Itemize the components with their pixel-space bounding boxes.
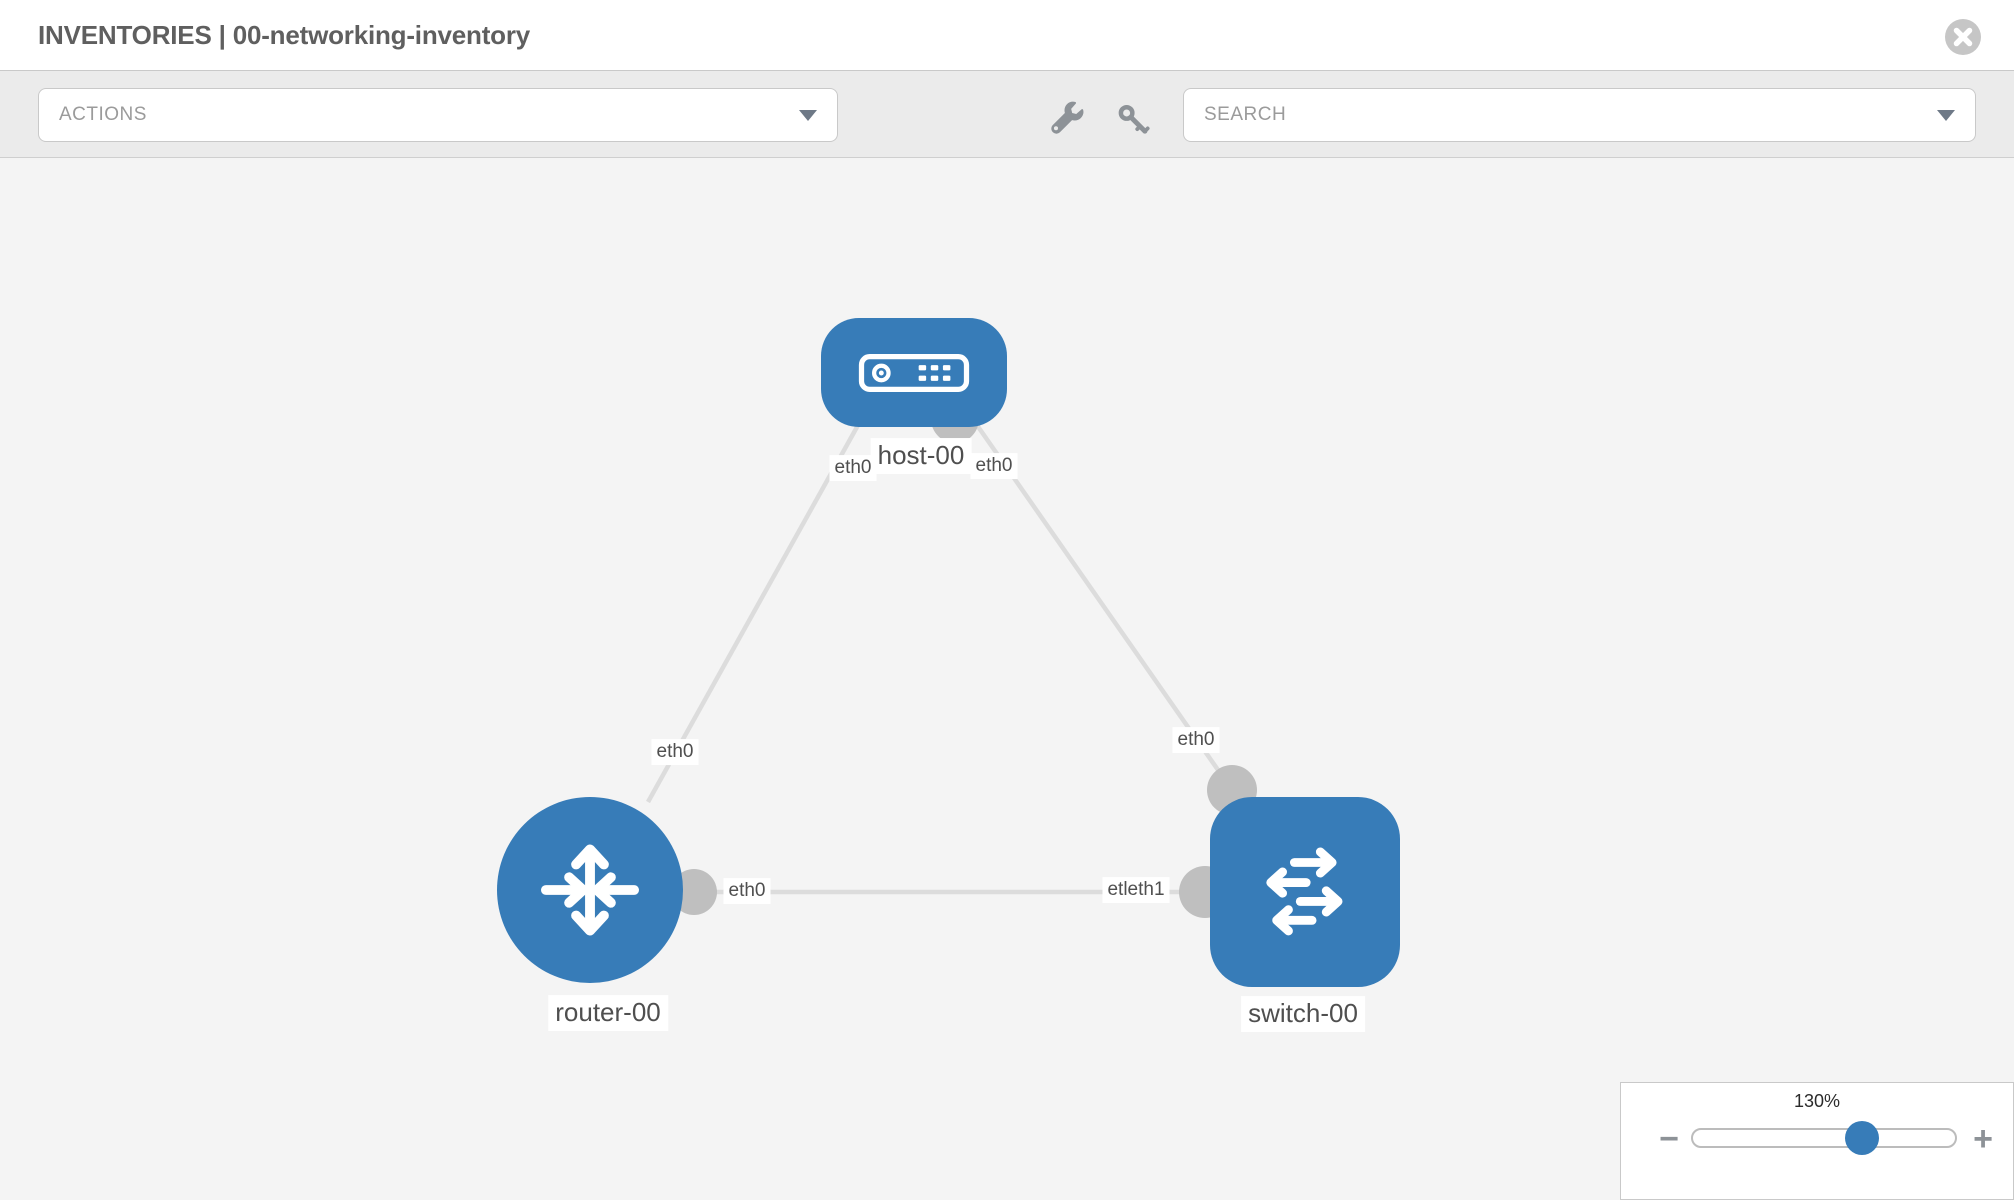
- actions-dropdown[interactable]: ACTIONS: [38, 88, 838, 142]
- credentials-button[interactable]: [1116, 102, 1152, 138]
- wrench-icon: [1051, 101, 1084, 134]
- interface-label-host-eth0-left: eth0: [829, 455, 877, 481]
- window-header: INVENTORIES | 00-networking-inventory: [0, 0, 2014, 70]
- interface-label-switch-eth0-top: eth0: [1172, 727, 1220, 753]
- switch-icon: [1266, 847, 1343, 936]
- node-label-router-00: router-00: [548, 995, 668, 1031]
- node-host-00[interactable]: [821, 318, 1007, 427]
- tools-button[interactable]: [1048, 100, 1084, 136]
- interface-label-host-eth0-right: eth0: [970, 453, 1018, 479]
- zoom-slider-track[interactable]: [1691, 1128, 1957, 1148]
- interface-label-switch-eth1-left: etleth1: [1102, 877, 1170, 903]
- zoom-level-value: 130%: [1793, 1091, 1841, 1111]
- toolbar: ACTIONS SEARCH: [0, 70, 2014, 158]
- search-dropdown[interactable]: SEARCH: [1183, 88, 1976, 142]
- close-icon: [1945, 19, 1981, 55]
- zoom-out-button[interactable]: −: [1659, 1120, 1679, 1158]
- node-router-00[interactable]: [497, 797, 683, 983]
- node-label-switch-00: switch-00: [1241, 996, 1365, 1032]
- interface-label-router-eth0-top: eth0: [651, 739, 699, 765]
- interface-label-router-eth0-right: eth0: [723, 878, 771, 904]
- zoom-in-button[interactable]: +: [1973, 1120, 1993, 1158]
- node-switch-00[interactable]: [1210, 797, 1400, 987]
- node-label-host-00: host-00: [870, 438, 972, 474]
- server-icon: [858, 353, 970, 392]
- zoom-control-panel: 130% − +: [1620, 1082, 2014, 1200]
- router-icon: [540, 844, 640, 936]
- search-placeholder: SEARCH: [1204, 104, 1287, 125]
- actions-dropdown-label: ACTIONS: [59, 104, 147, 125]
- edge-layer: [646, 395, 1257, 918]
- link-host-router: [646, 416, 864, 804]
- key-icon: [1118, 104, 1150, 134]
- chevron-down-icon: [1937, 110, 1955, 121]
- zoom-slider-thumb[interactable]: [1845, 1121, 1879, 1155]
- topology-canvas[interactable]: host-00 router-00 switch-00 eth0 eth0 et…: [0, 158, 2014, 1200]
- chevron-down-icon: [799, 110, 817, 121]
- page-title: INVENTORIES | 00-networking-inventory: [38, 19, 531, 50]
- close-button[interactable]: [1944, 18, 1982, 56]
